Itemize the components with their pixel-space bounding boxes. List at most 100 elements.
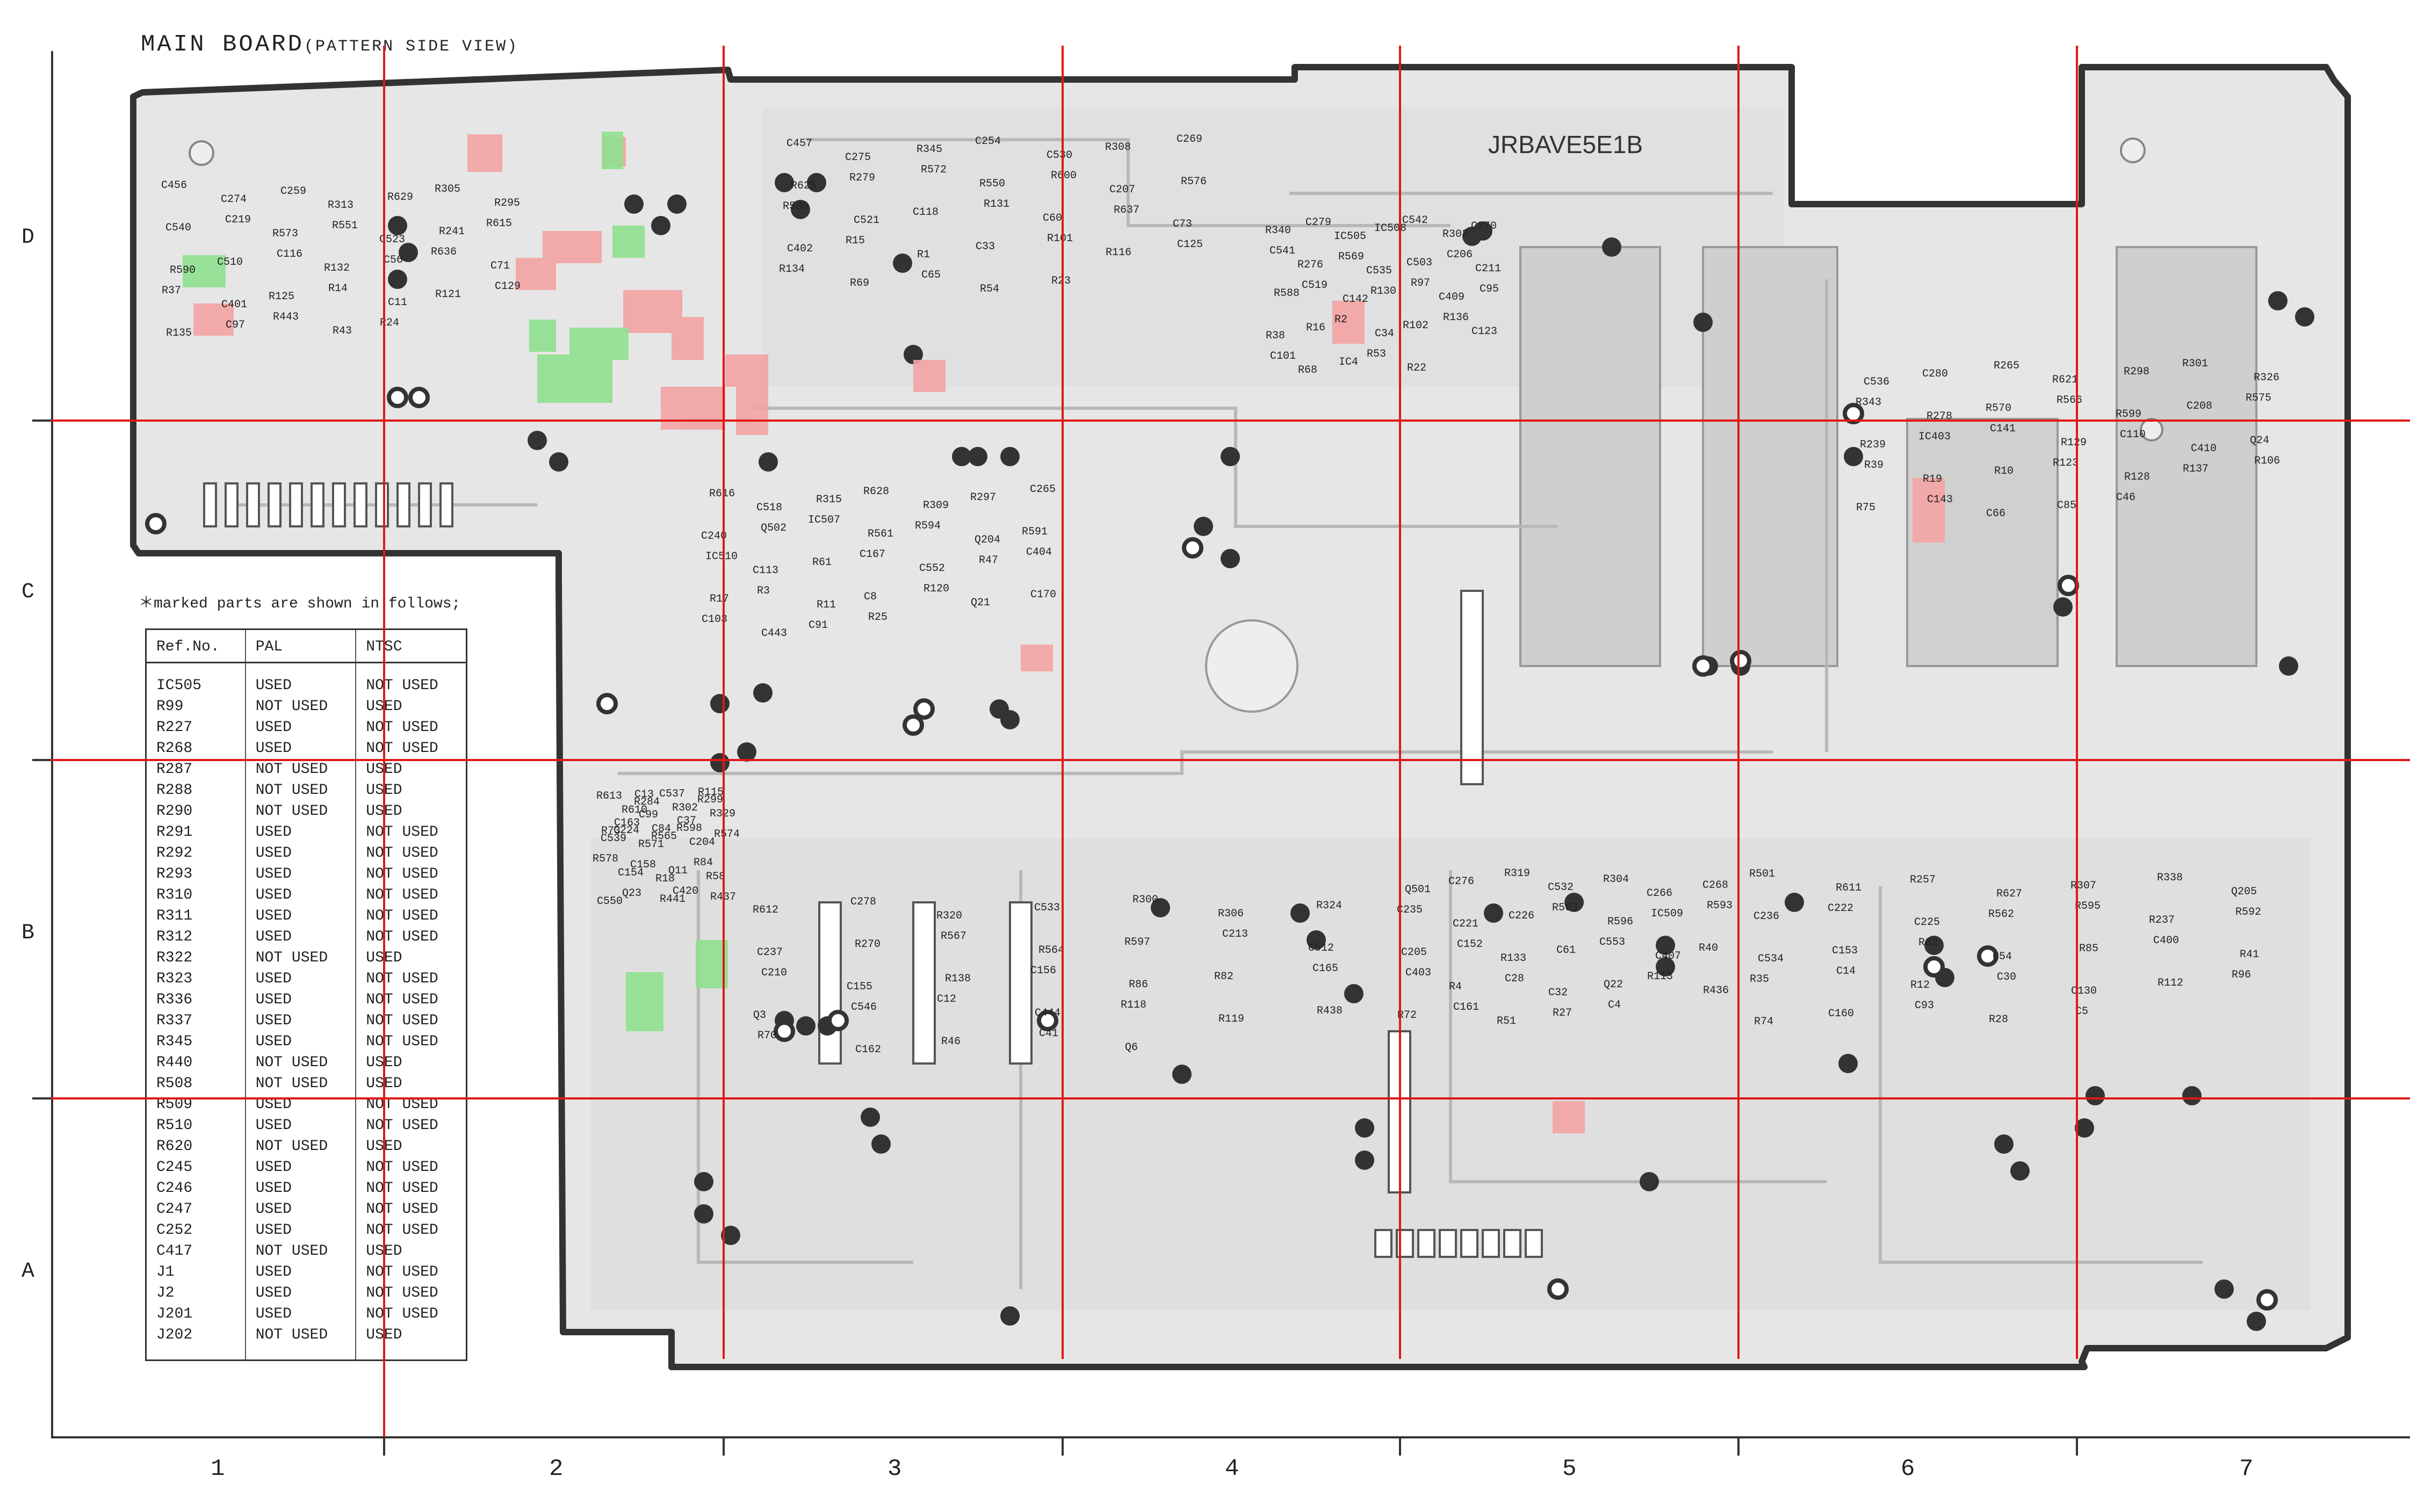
part-label: C99 xyxy=(639,809,658,821)
part-label: C130 xyxy=(2071,985,2097,997)
part-label: C221 xyxy=(1453,918,1478,930)
part-label: C503 xyxy=(1406,257,1432,269)
ref-no-cell: C245 xyxy=(146,1157,246,1178)
part-label: R588 xyxy=(1274,287,1300,300)
part-label: R596 xyxy=(1607,916,1633,928)
legend-note: ＊marked parts are shown in follows; xyxy=(139,596,461,612)
pal-cell: USED xyxy=(245,906,357,927)
part-label: R589 xyxy=(783,200,809,213)
part-label: C34 xyxy=(1375,328,1394,340)
ref-no-cell: J201 xyxy=(146,1304,246,1325)
pal-cell: NOT USED xyxy=(245,1136,357,1157)
part-label: R1 xyxy=(917,249,930,261)
part-label: R320 xyxy=(936,910,962,922)
part-label: C28 xyxy=(1505,973,1524,985)
row-label-b: B xyxy=(21,921,35,945)
part-label: R46 xyxy=(941,1036,961,1048)
part-label: R625 xyxy=(791,180,817,192)
part-label: C539 xyxy=(601,833,626,845)
ntsc-cell: USED xyxy=(366,1075,402,1092)
part-label: R627 xyxy=(1996,888,2022,900)
header-ntsc: NTSC xyxy=(356,629,467,663)
part-label: R441 xyxy=(660,893,686,906)
part-label: R115 xyxy=(698,786,724,799)
ref-no-cell: J2 xyxy=(146,1283,246,1304)
part-label: R10 xyxy=(1994,465,2014,478)
pal-cell: NOT USED xyxy=(245,1073,357,1094)
part-label: R138 xyxy=(945,973,971,985)
ref-no-cell: R291 xyxy=(146,822,246,843)
part-label: Q6 xyxy=(1125,1041,1138,1054)
part-label: R284 xyxy=(634,796,660,808)
part-label: R315 xyxy=(816,494,842,506)
ntsc-cell: NOT USED xyxy=(366,1222,438,1239)
part-label: Q501 xyxy=(1405,884,1431,896)
part-label: C403 xyxy=(1405,967,1431,979)
part-label: R119 xyxy=(1218,1013,1244,1025)
part-label: C93 xyxy=(1915,1000,1934,1012)
pcb-traces xyxy=(226,138,2203,1289)
part-label: C73 xyxy=(1173,218,1192,230)
part-label: Q22 xyxy=(1604,979,1623,991)
col-label-2: 2 xyxy=(549,1456,564,1482)
part-label: C170 xyxy=(1030,589,1056,601)
part-label: C541 xyxy=(1269,245,1295,257)
connector-pins xyxy=(203,482,1543,1258)
part-label: R637 xyxy=(1114,204,1139,216)
part-label: R133 xyxy=(1500,952,1526,965)
part-label: C443 xyxy=(761,627,787,640)
part-label: C30 xyxy=(1997,971,2016,983)
part-label: C153 xyxy=(1832,945,1858,957)
part-label: R38 xyxy=(1266,330,1285,342)
pal-cell: NOT USED xyxy=(245,759,357,780)
ref-no-cell: R99 xyxy=(146,696,246,717)
part-label: R58 xyxy=(706,871,725,883)
col-label-7: 7 xyxy=(2239,1456,2254,1482)
part-label: C268 xyxy=(1702,879,1728,892)
part-label: C46 xyxy=(2116,491,2135,504)
part-label: R636 xyxy=(431,246,457,258)
part-label: R51 xyxy=(1497,1015,1516,1028)
ntsc-cell: NOT USED xyxy=(366,1264,438,1281)
part-label: C95 xyxy=(1480,283,1499,295)
part-label: R101 xyxy=(1047,233,1073,245)
ref-no-cell: R440 xyxy=(146,1052,246,1073)
part-label: IC4 xyxy=(1339,356,1358,368)
ref-no-cell: C417 xyxy=(146,1241,246,1262)
part-label: R61 xyxy=(812,556,832,569)
part-label: R84 xyxy=(694,857,713,869)
ref-no-cell: R310 xyxy=(146,885,246,906)
part-label: C266 xyxy=(1647,887,1672,900)
part-label: R270 xyxy=(855,938,881,951)
col-label-6: 6 xyxy=(1901,1456,1915,1482)
ref-no-cell: R227 xyxy=(146,717,246,738)
part-label: R306 xyxy=(1218,908,1244,920)
part-label: R69 xyxy=(850,277,869,290)
mount-hole-right xyxy=(2140,418,2163,442)
ref-no-cell: IC505 xyxy=(146,662,246,696)
part-label: C103 xyxy=(702,613,727,626)
part-label: C41 xyxy=(1039,1028,1058,1040)
pal-cell: USED xyxy=(245,1262,357,1283)
ntsc-cell: NOT USED xyxy=(366,971,438,987)
part-label: C213 xyxy=(1222,928,1248,941)
part-label: C207 xyxy=(1109,184,1135,196)
pal-cell: USED xyxy=(245,989,357,1010)
ntsc-cell: USED xyxy=(366,1327,402,1343)
part-label: C523 xyxy=(379,234,405,246)
part-label: R566 xyxy=(2057,394,2082,407)
part-label: R23 xyxy=(1051,275,1071,287)
part-label: C155 xyxy=(847,981,872,993)
pal-cell: USED xyxy=(245,885,357,906)
part-label: R611 xyxy=(1836,882,1861,894)
part-label: R276 xyxy=(1297,259,1323,271)
part-label: R28 xyxy=(1989,1014,2008,1026)
